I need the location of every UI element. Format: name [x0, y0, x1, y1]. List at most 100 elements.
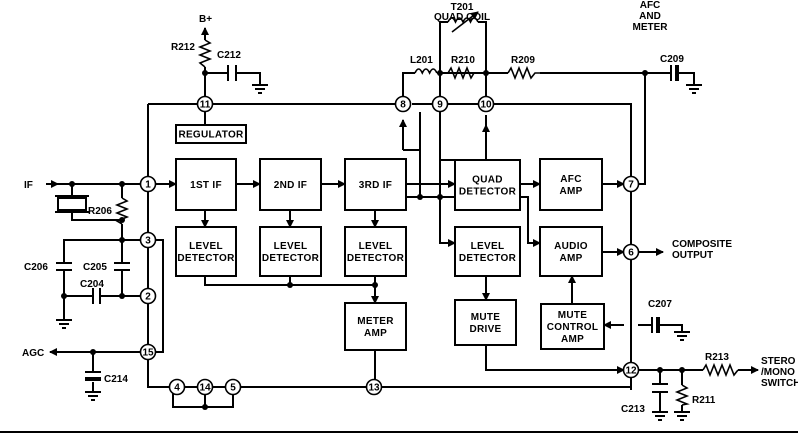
label-stereo-line-2: /MONO: [761, 367, 795, 378]
pin-14-number: 14: [199, 383, 211, 394]
block-level4-label-line-1: LEVEL: [471, 241, 505, 252]
pin-5-number: 5: [230, 383, 236, 394]
block-if3: 3RD IF: [344, 158, 407, 211]
label-c206: C206: [24, 262, 48, 273]
pin-6: 6: [622, 243, 640, 261]
pin-10: 10: [477, 95, 495, 113]
pin-9: 9: [431, 95, 449, 113]
label-afc-meter-line-2: AND: [639, 11, 661, 22]
label-afc-meter-line-3: METER: [633, 22, 669, 33]
block-audio-label-line-1: AUDIO: [554, 241, 588, 252]
pin-9-number: 9: [437, 100, 443, 111]
block-quad-label-line-1: QUAD: [472, 175, 503, 186]
pin-8-number: 8: [400, 100, 406, 111]
pin-3-number: 3: [145, 236, 151, 247]
label-afc-meter-line-1: AFC: [640, 0, 661, 11]
block-level3-label-line-2: DETECTOR: [347, 253, 405, 264]
pin-8: 8: [394, 95, 412, 113]
block-if1: 1ST IF: [175, 158, 237, 211]
junction-dots: [61, 70, 685, 410]
pin-13: 13: [365, 378, 383, 396]
pin-15: 15: [139, 343, 157, 361]
block-if1-label-line-1: 1ST IF: [190, 180, 222, 191]
label-c212: C212: [217, 50, 241, 61]
pin-12: 12: [622, 361, 640, 379]
block-afc-label-line-1: AFC: [560, 174, 581, 185]
block-quad-label-line-2: DETECTOR: [459, 187, 517, 198]
block-regulator: REGULATOR: [175, 124, 247, 144]
pin-6-number: 6: [628, 248, 634, 259]
block-mute-drive-label-line-2: DRIVE: [469, 324, 501, 335]
label-stereo-line-1: STERO: [761, 356, 796, 367]
label-if-in: IF: [24, 180, 33, 191]
pin-12-number: 12: [625, 366, 637, 377]
label-r210: R210: [451, 55, 475, 66]
block-level1-label-line-2: DETECTOR: [177, 253, 235, 264]
block-level4-label-line-2: DETECTOR: [459, 253, 517, 264]
label-l201: L201: [410, 55, 433, 66]
pin-2: 2: [139, 287, 157, 305]
label-c209: C209: [660, 54, 684, 65]
pin-4-number: 4: [174, 383, 180, 394]
block-if3-label-line-1: 3RD IF: [359, 180, 392, 191]
block-regulator-label-line-1: REGULATOR: [178, 130, 244, 141]
block-meter-label-line-1: METER: [357, 316, 394, 327]
label-t201-line-1: T201: [451, 2, 474, 13]
label-composite-line-1: COMPOSITE: [672, 239, 732, 250]
pin-7-number: 7: [628, 180, 634, 191]
label-r212: R212: [171, 42, 195, 53]
block-level2-label-line-2: DETECTOR: [262, 253, 320, 264]
pin-11: 11: [196, 95, 214, 113]
pin-14: 14: [196, 378, 214, 396]
label-c204: C204: [80, 279, 104, 290]
block-if2: 2ND IF: [259, 158, 322, 211]
label-r213: R213: [705, 352, 729, 363]
block-meter-label-line-2: AMP: [364, 328, 387, 339]
block-mute-ctrl-label-line-2: CONTROL: [547, 322, 599, 333]
pin-10-number: 10: [480, 100, 492, 111]
passive-components: [46, 11, 739, 421]
block-mute-drive-label-line-1: MUTE: [471, 312, 501, 323]
label-r209: R209: [511, 55, 535, 66]
label-r206: R206: [88, 206, 112, 217]
block-afc-label-line-2: AMP: [559, 186, 582, 197]
block-audio-label-line-2: AMP: [559, 253, 582, 264]
label-c213: C213: [621, 404, 645, 415]
label-c214: C214: [104, 374, 128, 385]
pin-2-number: 2: [145, 292, 151, 303]
label-bplus: B+: [199, 14, 212, 25]
pin-4: 4: [168, 378, 186, 396]
pin-5: 5: [224, 378, 242, 396]
label-agc: AGC: [22, 348, 44, 359]
block-mute-ctrl-label-line-1: MUTE: [558, 310, 588, 321]
pin-15-number: 15: [142, 348, 154, 359]
label-c207: C207: [648, 299, 672, 310]
pin-13-number: 13: [368, 383, 380, 394]
label-composite-line-2: OUTPUT: [672, 250, 713, 261]
pin-3: 3: [139, 231, 157, 249]
block-mute-ctrl-label-line-3: AMP: [561, 334, 584, 345]
pin-1-number: 1: [145, 180, 151, 191]
pin-7: 7: [622, 175, 640, 193]
block-level2-label-line-1: LEVEL: [274, 241, 308, 252]
block-level3-label-line-1: LEVEL: [359, 241, 393, 252]
label-r211: R211: [692, 395, 716, 406]
label-stereo-line-3: SWITCH: [761, 378, 798, 389]
label-c205: C205: [83, 262, 107, 273]
pin-1: 1: [139, 175, 157, 193]
